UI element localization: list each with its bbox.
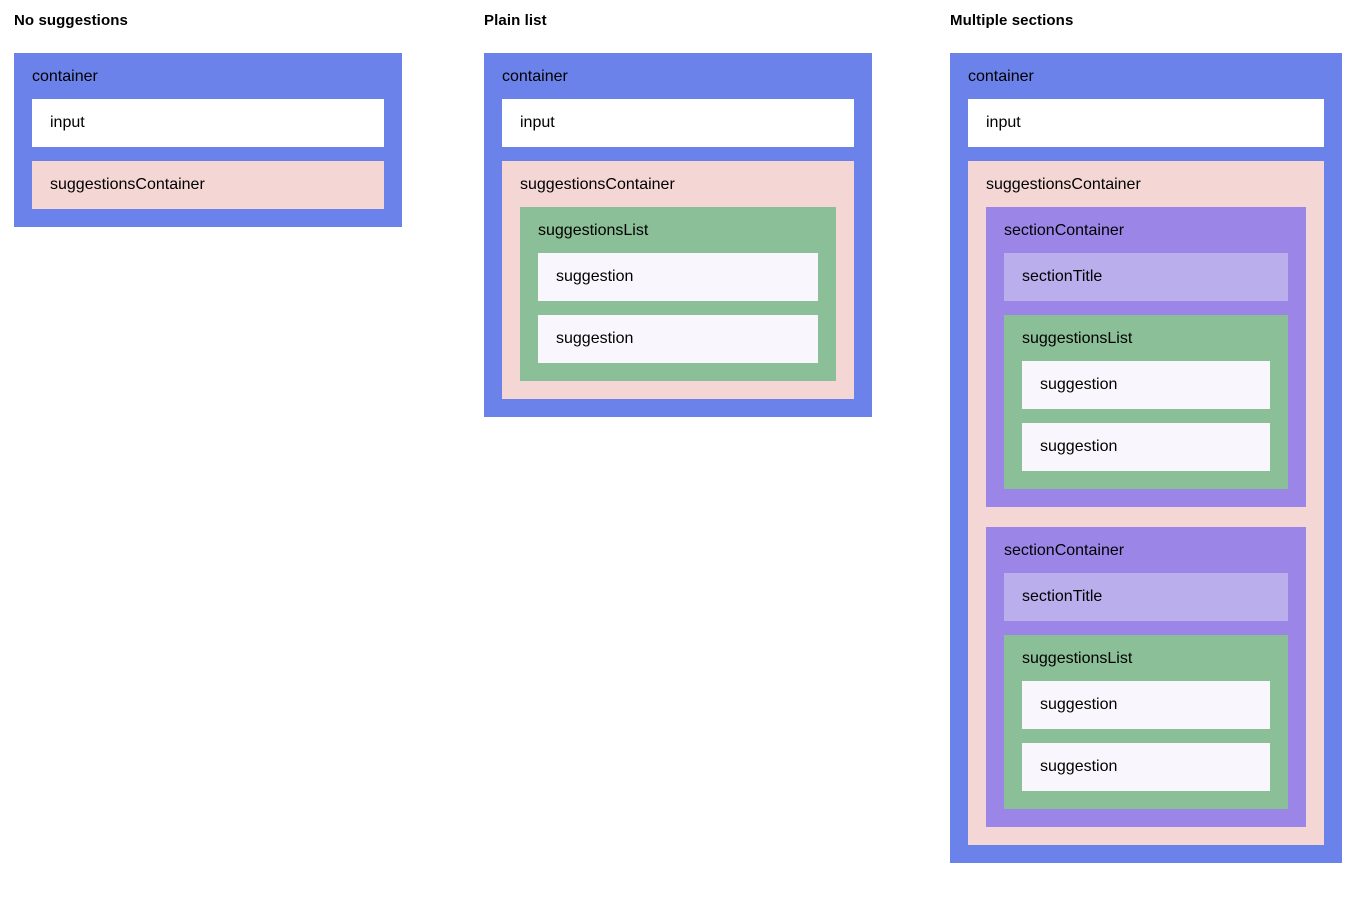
suggestions-list-label: suggestionsList (1022, 650, 1133, 667)
column-no-suggestions: No suggestions container input suggestio… (14, 12, 402, 227)
input-box[interactable]: input (32, 99, 384, 147)
suggestion-item[interactable]: suggestion (538, 315, 818, 363)
suggestions-container-label: suggestionsContainer (520, 176, 675, 193)
suggestions-container-box: suggestionsContainer sectionContainer se… (968, 161, 1324, 845)
section-title-box: sectionTitle (1004, 573, 1288, 621)
section-title-box: sectionTitle (1004, 253, 1288, 301)
suggestions-list-box: suggestionsList suggestion suggestion (520, 207, 836, 381)
section-title-label: sectionTitle (1022, 588, 1103, 605)
suggestion-item[interactable]: suggestion (1022, 361, 1270, 409)
container-label: container (968, 68, 1034, 85)
suggestions-container-box: suggestionsContainer suggestionsList sug… (502, 161, 854, 399)
input-label: input (520, 114, 555, 131)
suggestion-label: suggestion (1040, 376, 1118, 393)
suggestions-container-label: suggestionsContainer (986, 176, 1141, 193)
column-heading: Plain list (484, 12, 547, 29)
suggestions-list-box: suggestionsList suggestion suggestion (1004, 315, 1288, 489)
suggestion-label: suggestion (556, 330, 634, 347)
container-label: container (32, 68, 98, 85)
suggestion-label: suggestion (556, 268, 634, 285)
input-box[interactable]: input (502, 99, 854, 147)
suggestion-label: suggestion (1040, 696, 1118, 713)
container-box: container input suggestionsContainer sug… (484, 53, 872, 417)
container-box: container input suggestionsContainer sec… (950, 53, 1342, 863)
suggestion-label: suggestion (1040, 758, 1118, 775)
section-container-label: sectionContainer (1004, 222, 1125, 239)
column-heading: Multiple sections (950, 12, 1074, 29)
container-label: container (502, 68, 568, 85)
suggestions-list-box: suggestionsList suggestion suggestion (1004, 635, 1288, 809)
section-container-box: sectionContainer sectionTitle suggestion… (986, 527, 1306, 827)
suggestions-list-label: suggestionsList (538, 222, 649, 239)
column-heading: No suggestions (14, 12, 128, 29)
column-plain-list: Plain list container input suggestionsCo… (484, 12, 872, 417)
suggestion-label: suggestion (1040, 438, 1118, 455)
section-container-box: sectionContainer sectionTitle suggestion… (986, 207, 1306, 507)
input-label: input (50, 114, 85, 131)
suggestion-item[interactable]: suggestion (1022, 681, 1270, 729)
section-container-label: sectionContainer (1004, 542, 1125, 559)
section-title-label: sectionTitle (1022, 268, 1103, 285)
suggestion-item[interactable]: suggestion (1022, 743, 1270, 791)
suggestion-item[interactable]: suggestion (538, 253, 818, 301)
suggestion-item[interactable]: suggestion (1022, 423, 1270, 471)
input-label: input (986, 114, 1021, 131)
input-box[interactable]: input (968, 99, 1324, 147)
suggestions-container-box: suggestionsContainer (32, 161, 384, 209)
suggestions-list-label: suggestionsList (1022, 330, 1133, 347)
column-multiple-sections: Multiple sections container input sugges… (950, 12, 1342, 863)
columns-row: No suggestions container input suggestio… (14, 12, 1342, 863)
suggestions-container-label: suggestionsContainer (50, 176, 205, 193)
container-box: container input suggestionsContainer (14, 53, 402, 227)
